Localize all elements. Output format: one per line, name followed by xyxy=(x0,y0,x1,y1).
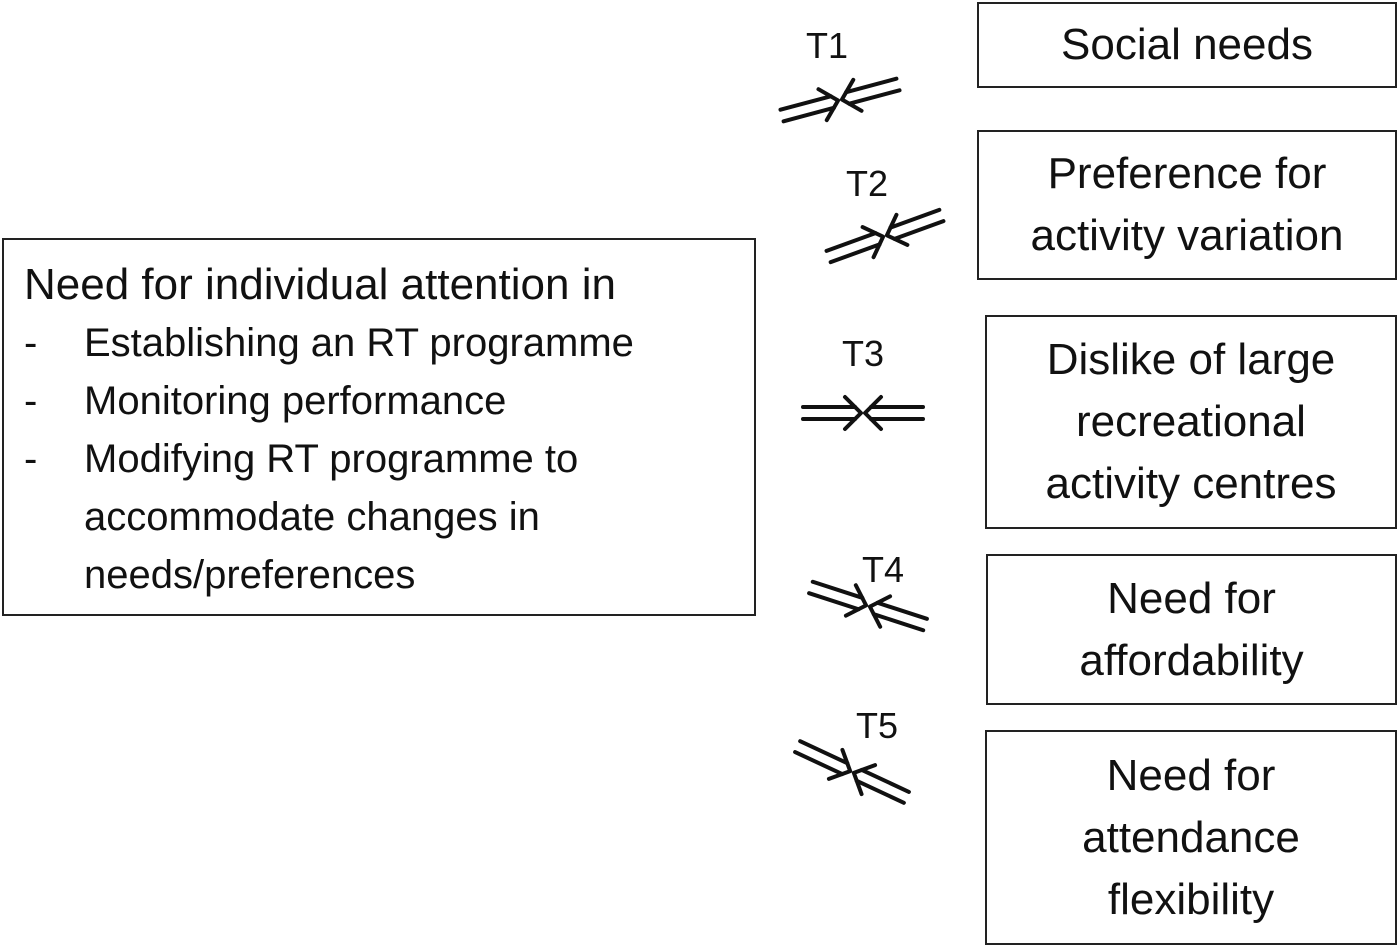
left-double-arrow-icon xyxy=(863,395,925,431)
double-arrow-pair-icon-t1 xyxy=(778,76,902,124)
theme-label-t3: T3 xyxy=(842,333,885,374)
left-double-arrow-icon xyxy=(884,207,946,247)
theme-text-t3: Dislike of large recreational activity c… xyxy=(1045,335,1337,508)
individual-attention-heading: Need for individual attention in xyxy=(24,260,616,309)
theme-label-t2: T2 xyxy=(846,163,889,204)
theme-text-t5: Need for attendance flexibility xyxy=(1082,750,1300,924)
theme-box-activity-variation: Preference for activity variation xyxy=(977,130,1397,280)
right-double-arrow-icon xyxy=(778,87,841,124)
list-item: -Establishing an RT programme xyxy=(24,321,634,365)
right-double-arrow-icon xyxy=(801,395,863,431)
double-arrow-pair-icon-t3 xyxy=(801,395,925,431)
theme-box-large-centres: Dislike of large recreational activity c… xyxy=(985,315,1397,529)
theme-box-affordability: Need for affordability xyxy=(986,554,1397,705)
left-double-arrow-icon xyxy=(867,594,929,633)
theme-box-attendance-flexibility: Need for attendance flexibility xyxy=(985,730,1397,945)
theme-text-t4: Need for affordability xyxy=(1079,573,1304,685)
right-double-arrow-icon xyxy=(793,739,853,781)
individual-attention-list: -Establishing an RT programme -Monitorin… xyxy=(24,314,754,604)
double-arrow-pair-icon-t2 xyxy=(824,207,946,265)
right-double-arrow-icon xyxy=(824,225,886,265)
theme-label-t4: T4 xyxy=(862,549,905,590)
left-double-arrow-icon xyxy=(839,76,902,113)
theme-label-t1: T1 xyxy=(806,25,849,66)
theme-label-t5: T5 xyxy=(856,705,899,746)
list-item: -Monitoring performance xyxy=(24,379,507,423)
list-item: -Modifying RT programme to accommodate c… xyxy=(24,437,579,597)
individual-attention-box: Need for individual attention in -Establ… xyxy=(2,238,756,616)
left-double-arrow-icon xyxy=(851,763,911,805)
theme-text-t1: Social needs xyxy=(1061,20,1313,69)
theme-text-t2: Preference for activity variation xyxy=(1030,149,1344,260)
theme-box-social-needs: Social needs xyxy=(977,2,1397,88)
